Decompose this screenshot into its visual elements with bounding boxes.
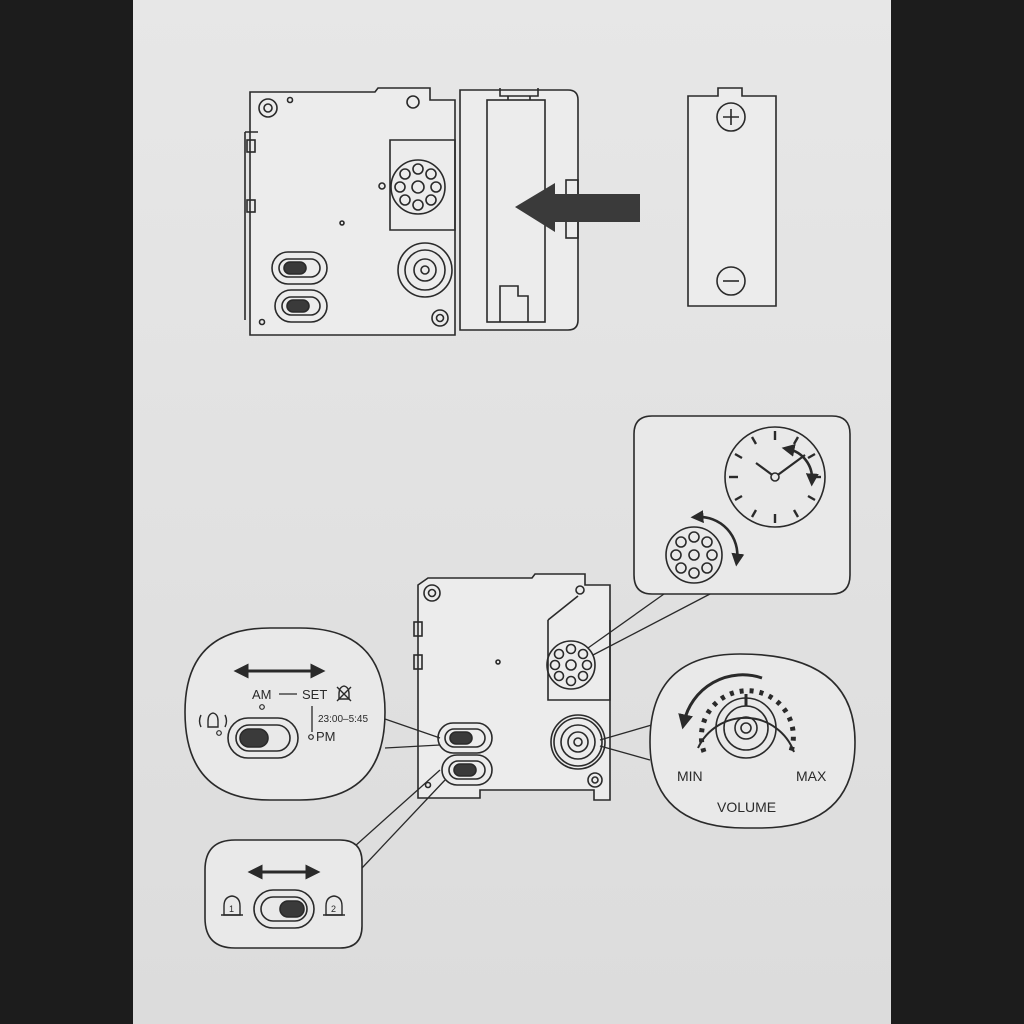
clock-icon — [724, 426, 826, 528]
main-switch-1 — [437, 722, 493, 754]
volume-gear-detail — [697, 688, 796, 759]
main-movement — [413, 573, 611, 801]
top-set-knob — [390, 159, 446, 215]
battery — [687, 87, 777, 307]
main-set-knob — [546, 640, 596, 690]
quiet-time-label: 23:00–5:45 — [318, 714, 368, 725]
bell-icon — [323, 895, 345, 916]
callout-alarm-switch: 1 2 — [204, 839, 363, 949]
top-movement — [244, 87, 579, 336]
top-switch-1 — [271, 251, 328, 285]
alarm-1-label: 1 — [229, 904, 234, 914]
set-label: SET — [302, 687, 327, 702]
bell-off-icon — [336, 685, 352, 702]
pm-label: PM — [316, 729, 336, 744]
main-volume-gear — [550, 714, 606, 770]
ringing-bell-icon — [198, 712, 228, 728]
leader-lines — [344, 593, 711, 869]
callout-time-setting — [633, 415, 851, 595]
set-knob-detail — [665, 510, 745, 584]
bell-icon — [221, 895, 243, 916]
callout-volume: MIN MAX VOLUME — [649, 653, 856, 829]
top-volume-gear — [397, 242, 453, 298]
callout-mode-switch: AM SET 23:00–5:45 PM — [184, 627, 386, 801]
main-switch-2 — [441, 754, 493, 786]
mode-switch-detail — [227, 717, 299, 759]
rotate-arrow-icon — [690, 510, 745, 567]
minus-icon — [716, 266, 746, 296]
arrow-left-icon — [515, 183, 640, 232]
max-label: MAX — [796, 768, 827, 784]
volume-label: VOLUME — [717, 799, 776, 815]
min-label: MIN — [677, 768, 703, 784]
plus-icon — [716, 102, 746, 132]
alarm-switch-detail — [253, 889, 315, 929]
rotate-arrow-icon — [678, 673, 763, 730]
alarm-2-label: 2 — [331, 904, 336, 914]
am-label: AM — [252, 687, 272, 702]
top-switch-2 — [274, 289, 328, 323]
